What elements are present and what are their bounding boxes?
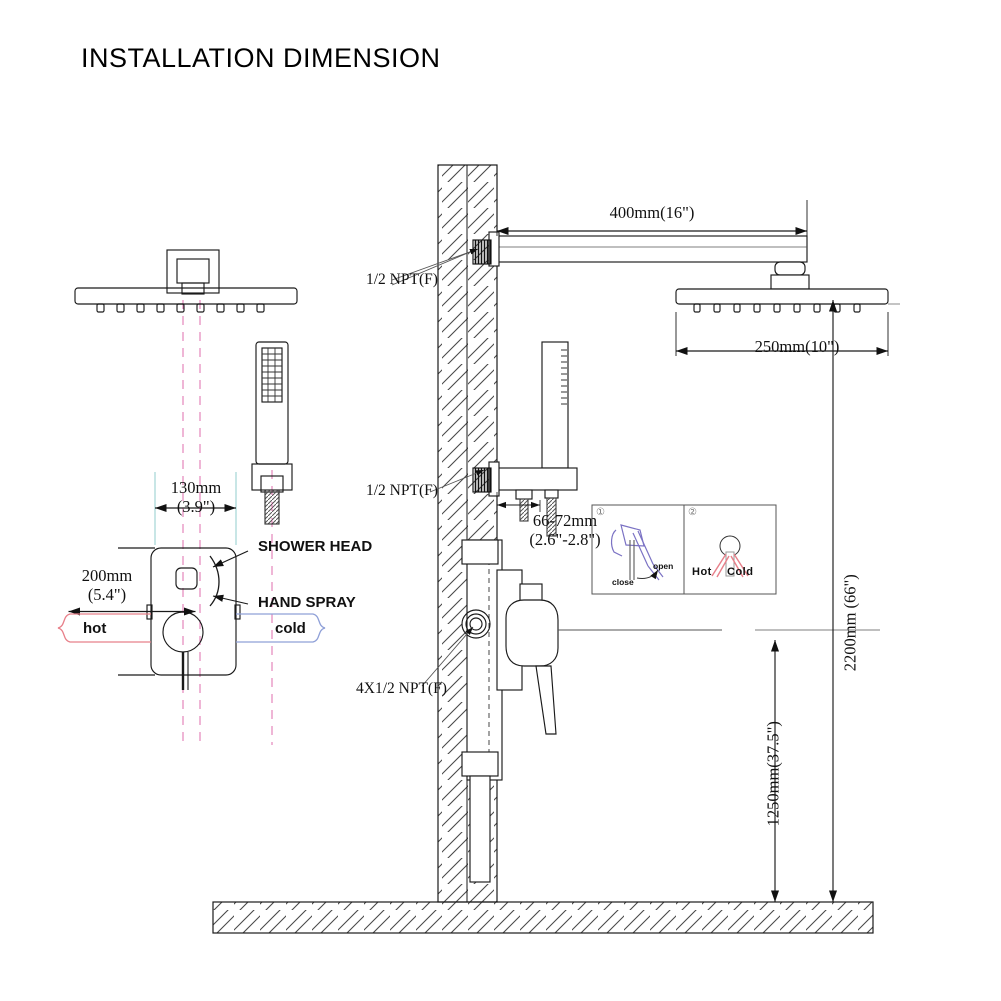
valve-height-dimension <box>755 629 880 902</box>
arm-inlet-callout: 1/2 NPT(F) <box>366 271 438 288</box>
arm-length-dimension <box>496 200 808 236</box>
legend-panel-1-number: ① <box>596 507 605 518</box>
floor-slab <box>212 901 874 934</box>
front-shower-mount <box>166 249 220 295</box>
head-width-dimension <box>675 312 889 356</box>
wall-thickness-mm: 66-72mm <box>532 511 598 530</box>
front-height-mm: 200mm <box>81 566 133 585</box>
front-cold-pipe <box>236 613 326 643</box>
total-height-label: 2200mm (66") <box>840 574 860 672</box>
front-shower-head <box>74 287 298 313</box>
front-centerlines <box>182 300 273 745</box>
legend-panel-2-number: ② <box>688 507 697 518</box>
side-mixer-handle <box>505 599 722 735</box>
hot-pipe-label: hot <box>83 620 107 637</box>
spray-outlet-callout: 1/2 NPT(F) <box>366 482 438 499</box>
front-callout-leaders <box>209 550 249 607</box>
legend-lever-icon <box>610 524 664 581</box>
front-valve-plate <box>146 547 241 690</box>
page-title: INSTALLATION DIMENSION <box>81 43 441 73</box>
valve-ports-callout: 4X1/2 NPT(F) <box>356 680 447 697</box>
legend-hotcold-icon <box>711 535 749 578</box>
legend-panels <box>591 504 777 595</box>
front-hand-spray <box>251 341 293 525</box>
side-valve-body <box>461 539 543 883</box>
legend-cold-label: Cold <box>727 566 754 578</box>
npt-leaders <box>391 248 485 687</box>
front-width-mm: 130mm <box>170 478 222 497</box>
front-height-dimension <box>68 547 196 676</box>
legend-close-label: close <box>612 577 634 587</box>
front-width-dimension-label: 130mm (3.9") <box>155 478 237 517</box>
legend-hot-label: Hot <box>692 566 712 578</box>
head-width-label: 250mm(10") <box>754 337 840 356</box>
front-shower-nozzles <box>96 303 265 313</box>
front-width-inch: (3.9") <box>176 497 216 517</box>
front-height-dimension-label: 200mm (5.4") <box>79 566 135 605</box>
hand-spray-callout: HAND SPRAY <box>258 594 356 611</box>
wall-thickness-inch: (2.6"-2.8") <box>529 530 601 550</box>
shower-head-callout: SHOWER HEAD <box>258 538 373 555</box>
legend-open-label: open <box>653 561 674 571</box>
wall-thickness-dimension <box>496 492 541 512</box>
side-shower-nozzles <box>693 303 861 313</box>
front-height-inch: (5.4") <box>87 585 127 605</box>
side-shower-head <box>675 288 889 313</box>
shower-arm <box>472 231 808 267</box>
side-view-group <box>391 200 900 902</box>
valve-height-label: 1250mm(37.5") <box>763 721 783 827</box>
front-view-group <box>57 249 326 745</box>
front-hot-pipe <box>57 613 151 643</box>
total-height-dimension <box>828 300 900 902</box>
arm-length-label: 400mm(16") <box>609 203 695 222</box>
cold-pipe-label: cold <box>275 620 306 637</box>
side-shower-mount <box>770 261 810 290</box>
wall-thickness-label: 66-72mm (2.6"-2.8") <box>510 511 620 550</box>
front-width-dimension <box>154 472 237 545</box>
